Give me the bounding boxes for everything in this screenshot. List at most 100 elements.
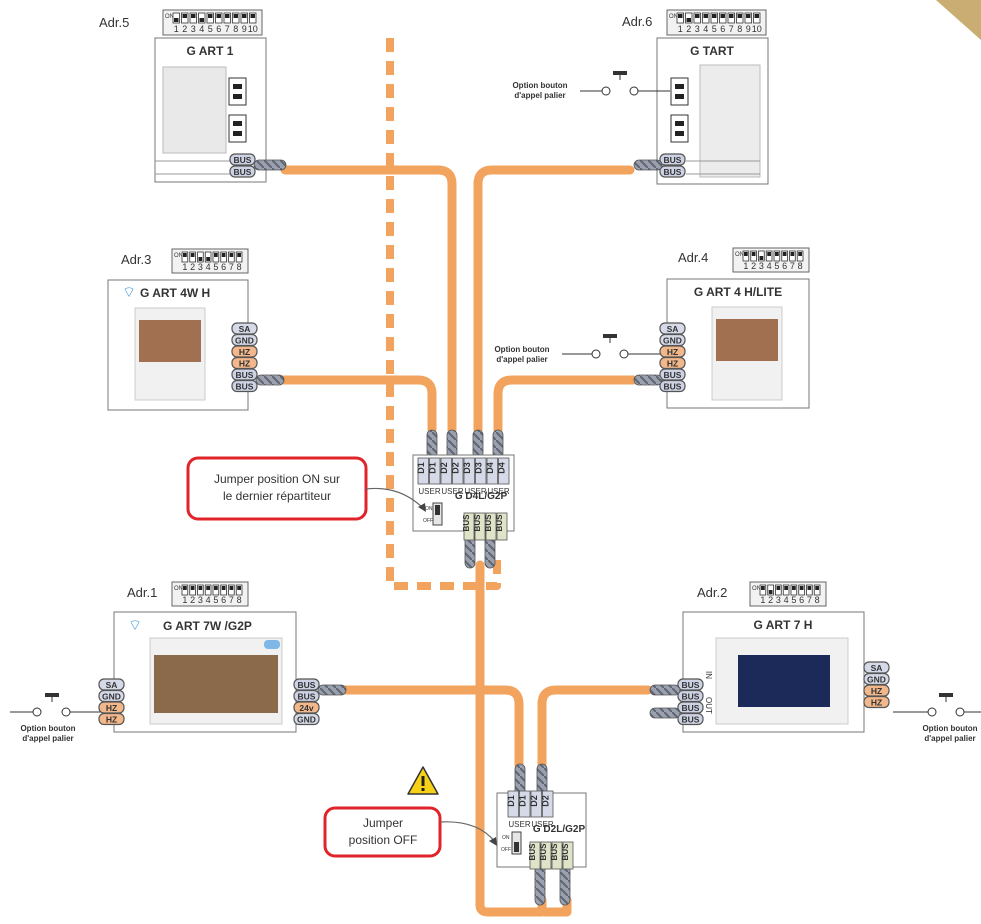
dip-number: 2: [182, 24, 187, 34]
dip-number: 6: [221, 595, 226, 605]
monitor-title: G ART 7W /G2P: [163, 619, 252, 633]
port-label: D1: [416, 462, 426, 474]
terminal-bus: BUS: [664, 382, 682, 392]
svg-text:ON: ON: [174, 586, 183, 592]
dip-number: 7: [729, 24, 734, 34]
terminal-hz: HZ: [239, 347, 250, 357]
monitor-title: G ART 7 H: [754, 618, 813, 632]
svg-text:OFF: OFF: [423, 518, 433, 524]
dip-number: 4: [784, 595, 789, 605]
terminal-bus: BUS: [682, 715, 700, 725]
dip-number: 2: [190, 262, 195, 272]
dip-number: 6: [720, 24, 725, 34]
dip-number: 10: [248, 24, 258, 34]
address-label: Adr.4: [678, 250, 708, 265]
monitor-title: G ART 4 H/LITE: [694, 285, 782, 299]
dip-number: 8: [237, 262, 242, 272]
terminal-gnd: GND: [235, 336, 254, 346]
dip-number: 6: [221, 262, 226, 272]
svg-text:ON: ON: [502, 835, 510, 841]
dip-number: 3: [776, 595, 781, 605]
landing-call-button-option: Option bouton d'appel palier: [494, 334, 662, 364]
terminal-bus: BUS: [462, 514, 471, 532]
terminal-sa: SA: [106, 680, 118, 690]
svg-text:d'appel palier: d'appel palier: [924, 734, 975, 743]
terminal-hz: HZ: [106, 703, 117, 713]
dip-number: 9: [242, 24, 247, 34]
dip-number: 6: [799, 595, 804, 605]
terminal-bus: BUS: [539, 843, 548, 861]
terminal-bus: BUS: [298, 680, 316, 690]
callout-jumper-on: Jumper position ON sur le dernier répart…: [186, 456, 426, 521]
dip-number: 7: [807, 595, 812, 605]
out-label: OUT: [704, 697, 713, 714]
warning-icon: [407, 766, 439, 795]
monitor-title: G TART: [690, 44, 734, 58]
terminal-labels: BUSBUSBUSBUSSAGNDHZHZBUSBUSSAGNDHZHZBUSB…: [98, 153, 890, 726]
port-label: D1: [517, 795, 527, 807]
address-label: Adr.6: [622, 14, 652, 29]
port-label: D1: [427, 462, 437, 474]
in-label: IN: [704, 671, 713, 679]
corner-decoration: [936, 0, 981, 40]
distributor-name: G D4L/G2P: [455, 491, 508, 502]
terminal-v24: 24v: [299, 703, 313, 713]
wifi-icon: ⌔: [122, 284, 136, 301]
user-label: USER: [418, 487, 440, 496]
svg-text:d'appel palier: d'appel palier: [496, 355, 547, 364]
dip-number: 4: [767, 261, 772, 271]
user-label: USER: [441, 487, 463, 496]
intercom-handset-image: [162, 66, 227, 154]
svg-text:le dernier répartiteur: le dernier répartiteur: [223, 489, 331, 503]
terminal-bus: BUS: [682, 692, 700, 702]
wifi-icon: ⌔: [128, 617, 142, 634]
address-label: Adr.3: [121, 252, 151, 267]
terminal-bus: BUS: [664, 167, 682, 177]
port-label: D4: [496, 462, 506, 474]
dip-number: 5: [791, 595, 796, 605]
terminal-gnd: GND: [297, 715, 316, 725]
dip-number: 8: [798, 261, 803, 271]
terminal-bus: BUS: [236, 370, 254, 380]
dip-number: 1: [174, 24, 179, 34]
address-label: Adr.1: [127, 585, 157, 600]
landing-call-button-option: Option bouton d'appel palier: [893, 693, 981, 743]
terminal-bus: BUS: [682, 703, 700, 713]
user-label: USER: [508, 820, 530, 829]
dip-number: 4: [703, 24, 708, 34]
dip-number: 3: [759, 261, 764, 271]
svg-text:Option bouton: Option bouton: [922, 724, 977, 733]
svg-text:ON: ON: [735, 252, 744, 258]
terminal-bus: BUS: [234, 167, 252, 177]
svg-text:position OFF: position OFF: [349, 833, 418, 847]
terminal-bus: BUS: [495, 514, 504, 532]
dip-number: 1: [743, 261, 748, 271]
terminal-bus: BUS: [664, 370, 682, 380]
dip-number: 10: [752, 24, 762, 34]
address-label: Adr.5: [99, 15, 129, 30]
terminal-bus: BUS: [236, 382, 254, 392]
terminal-bus: BUS: [561, 843, 570, 861]
dip-number: 1: [182, 595, 187, 605]
svg-text:d'appel palier: d'appel palier: [22, 734, 73, 743]
svg-text:Jumper: Jumper: [363, 816, 403, 830]
port-label: D3: [462, 462, 472, 474]
svg-text:ON: ON: [752, 586, 761, 592]
terminal-sa: SA: [239, 324, 251, 334]
dip-number: 6: [782, 261, 787, 271]
dip-number: 8: [233, 24, 238, 34]
terminal-sa: SA: [667, 324, 679, 334]
dip-number: 2: [768, 595, 773, 605]
dip-number: 8: [737, 24, 742, 34]
dip-number: 5: [213, 595, 218, 605]
